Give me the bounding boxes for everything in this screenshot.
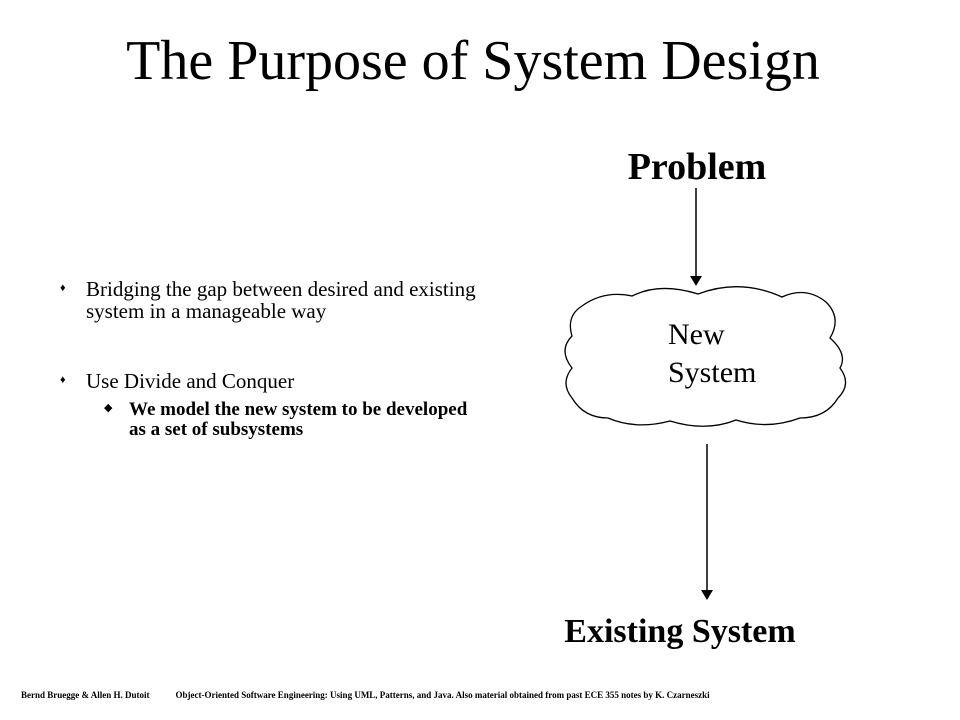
- existing-system-label: Existing System: [564, 613, 796, 650]
- bullet-list: ♦ Bridging the gap between desired and e…: [60, 278, 480, 440]
- footer-source: Object-Oriented Software Engineering: Us…: [175, 690, 710, 700]
- bullet-item: ♦ Bridging the gap between desired and e…: [60, 278, 480, 322]
- diamond-bullet-icon: ♦: [60, 282, 66, 294]
- new-system-cloud: [564, 286, 847, 427]
- new-system-label: New System: [668, 316, 818, 392]
- bullet-text: Bridging the gap between desired and exi…: [86, 277, 476, 323]
- bullet-text: Use Divide and Conquer: [86, 369, 295, 393]
- slide-title: The Purpose of System Design: [126, 30, 820, 92]
- footer: Bernd Bruegge & Allen H. Dutoit Object-Or…: [21, 689, 941, 701]
- new-system-label-line2: System: [668, 356, 757, 389]
- sub-bullet-text: We model the new system to be developed …: [129, 399, 468, 440]
- sub-bullet-item: ◆ We model the new system to be develope…: [104, 400, 480, 440]
- diamond-bullet-icon: ♦: [60, 374, 66, 386]
- footer-authors: Bernd Bruegge & Allen H. Dutoit: [21, 690, 150, 700]
- problem-label: Problem: [627, 146, 767, 188]
- new-system-label-line1: New: [668, 318, 725, 351]
- diamond-sub-bullet-icon: ◆: [104, 402, 113, 414]
- bullet-item: ♦ Use Divide and Conquer: [60, 370, 480, 392]
